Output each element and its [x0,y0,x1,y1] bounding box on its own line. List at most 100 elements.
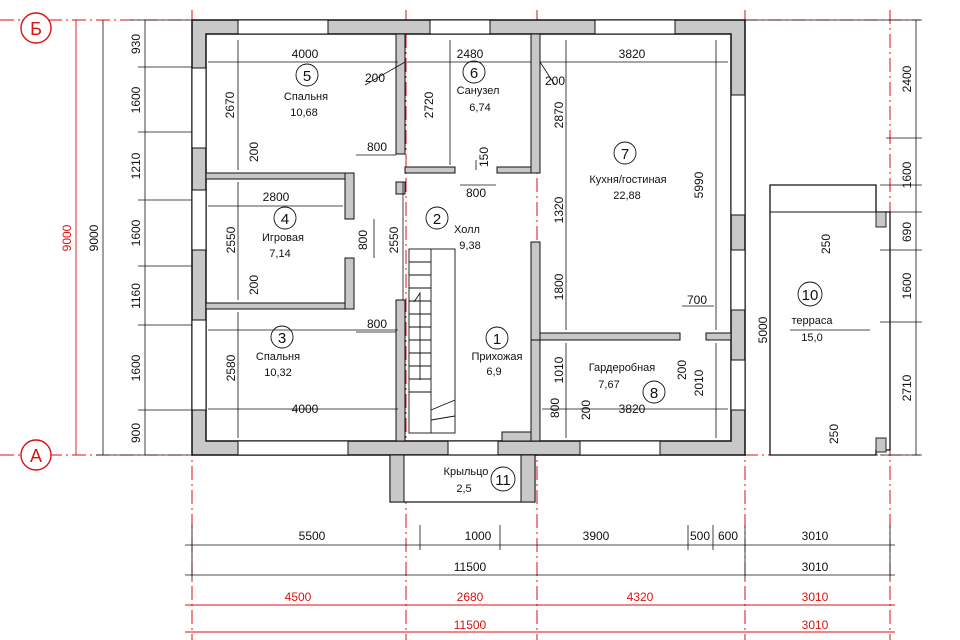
dim-1010: 1010 [552,356,566,383]
dim-800-c: 800 [356,230,370,250]
svg-text:Игровая: Игровая [262,232,304,244]
dim-3820-top: 3820 [619,47,646,61]
dim-2720: 2720 [422,91,436,118]
svg-text:Кухня/гостиная: Кухня/гостиная [589,174,666,186]
bottom-dim-2: 3900 [583,529,610,543]
svg-text:2: 2 [433,211,441,228]
svg-text:10,68: 10,68 [290,107,318,119]
room-2: 2 Холл 9,38 [425,206,481,252]
svg-text:терраса: терраса [791,315,833,327]
left-dim-4: 1160 [129,283,143,309]
right-dim-1: 1600 [900,161,914,188]
svg-text:Санузел: Санузел [457,85,500,97]
dim-1320: 1320 [552,196,566,223]
dim-5000: 5000 [756,316,770,343]
left-dim-lines [96,19,192,456]
dim-2480: 2480 [457,47,484,61]
left-dim-total: 9000 [87,224,101,251]
svg-text:А: А [30,446,42,466]
dim-2670: 2670 [223,91,237,118]
bottom-dim-5: 3010 [802,529,829,543]
dim-200-e: 200 [675,360,689,380]
right-dim-lines [745,19,922,456]
left-dim-0: 930 [129,34,143,54]
bottom-total-1: 3010 [802,560,829,574]
bottom-red-dim-3: 3010 [802,590,829,604]
right-dim-2: 690 [900,222,914,242]
dim-5990: 5990 [692,171,706,198]
right-dim-0: 2400 [900,65,914,92]
room-7: 7 Кухня/гостиная 22,88 [589,141,667,202]
room-4: 4 Игровая 7,14 [262,206,304,260]
staircase [408,248,456,434]
dim-250-b: 250 [827,424,841,444]
svg-text:Спальня: Спальня [256,351,300,363]
bottom-red-total-0: 11500 [454,618,487,632]
interior-dimensions: 4000 2480 3820 200 200 2670 2720 2870 80… [223,47,841,444]
dim-200-a: 200 [365,71,385,85]
room-3: 3 Спальня 10,32 [256,325,300,379]
left-dim-1: 1600 [129,86,143,113]
bottom-total-0: 11500 [454,560,487,574]
svg-text:7,67: 7,67 [598,379,619,391]
room-5: 5 Спальня 10,68 [284,63,328,119]
dim-700: 700 [687,293,707,307]
dim-800-d: 800 [367,317,387,331]
svg-text:2,5: 2,5 [456,483,471,495]
svg-text:8: 8 [650,385,658,402]
bottom-dimensions: 5500 1000 3900 500 600 3010 11500 3010 4… [285,529,829,632]
svg-text:3: 3 [278,330,286,347]
bottom-dim-lines [185,525,895,580]
bottom-dim-0: 5500 [299,529,326,543]
svg-text:6: 6 [470,65,478,82]
bottom-red-dim-1: 2680 [457,590,484,604]
interior-dim-lines [208,40,870,438]
dim-800-e: 800 [548,398,562,418]
dim-800-b: 800 [466,186,486,200]
left-dim-total-red: 9000 [60,224,74,251]
right-dimensions: 2400 1600 690 1600 2710 [900,65,914,401]
left-dim-6: 900 [129,423,143,443]
bottom-dim-4: 600 [718,529,738,543]
svg-text:11: 11 [495,472,511,489]
left-dimensions: 930 1600 1210 1600 1160 1600 900 9000 90… [60,34,143,443]
bottom-dim-1: 1000 [465,529,492,543]
dim-200-d: 200 [247,275,261,295]
svg-text:Спальня: Спальня [284,91,328,103]
right-dim-4: 2710 [900,374,914,401]
room-10: 10 терраса 15,0 [791,281,833,344]
outer-walls [191,19,746,456]
svg-text:1: 1 [493,331,501,348]
svg-text:9,38: 9,38 [459,240,480,252]
svg-text:5: 5 [303,68,311,85]
bottom-red-dim-0: 4500 [285,590,312,604]
axis-marker-a: А [20,439,52,471]
dim-2870: 2870 [552,101,566,128]
svg-text:7,14: 7,14 [269,248,290,260]
dim-200-c: 200 [247,142,261,162]
dim-4000-top: 4000 [292,47,319,61]
svg-text:Гардеробная: Гардеробная [589,362,656,374]
svg-text:15,0: 15,0 [801,332,822,344]
porch [389,454,536,503]
dim-200-f: 200 [579,400,593,420]
terrace [769,184,891,456]
dim-3820-bot: 3820 [619,402,646,416]
dim-2580: 2580 [224,354,238,381]
room-8: 8 Гардеробная 7,67 [589,362,666,404]
svg-text:10: 10 [802,287,819,304]
dim-1800: 1800 [552,273,566,300]
bottom-red-total-1: 3010 [802,618,829,632]
svg-text:Крыльцо: Крыльцо [444,466,489,478]
dim-2550-b: 2550 [387,226,401,253]
bottom-red-dim-lines [185,604,895,633]
dim-2010: 2010 [692,369,706,396]
inner-walls [205,33,732,442]
room-1: 1 Прихожая 6,9 [472,326,523,378]
dim-2550-a: 2550 [224,226,238,253]
svg-text:4: 4 [281,211,289,228]
svg-text:10,32: 10,32 [264,367,292,379]
dim-4000-bot: 4000 [292,402,319,416]
svg-text:Прихожая: Прихожая [472,351,523,363]
